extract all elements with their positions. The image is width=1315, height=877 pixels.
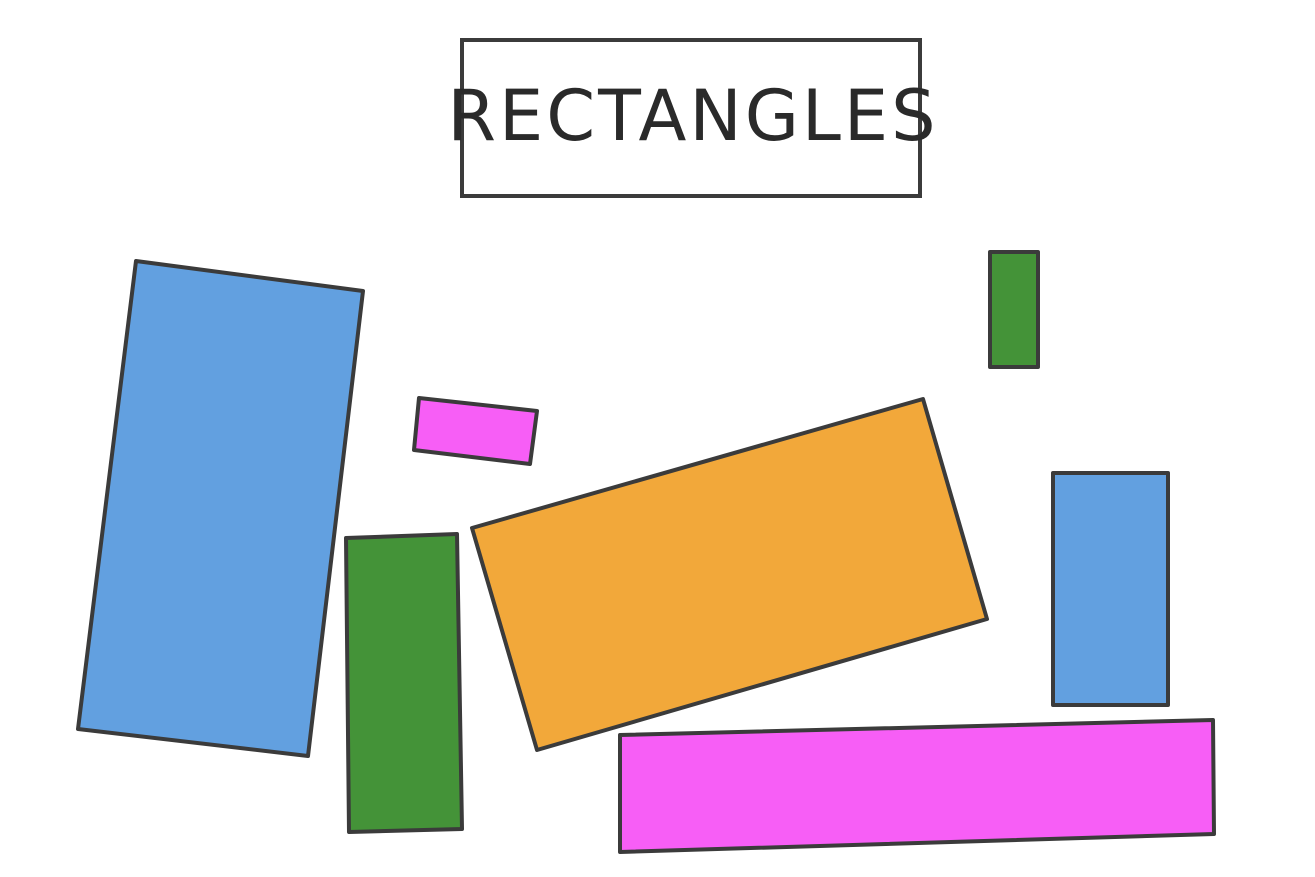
orange-rectangle — [470, 397, 989, 752]
small-green-rectangle — [988, 250, 1040, 369]
right-blue-rectangle — [1051, 471, 1170, 707]
title-panel: RECTANGLES — [447, 38, 938, 198]
small-magenta-rectangle — [412, 396, 539, 466]
tall-green-rectangle — [344, 532, 464, 834]
large-blue-rectangle — [76, 259, 365, 758]
title-frame — [460, 38, 922, 198]
wide-magenta-rectangle — [618, 718, 1216, 854]
title-text: RECTANGLES — [447, 75, 938, 157]
